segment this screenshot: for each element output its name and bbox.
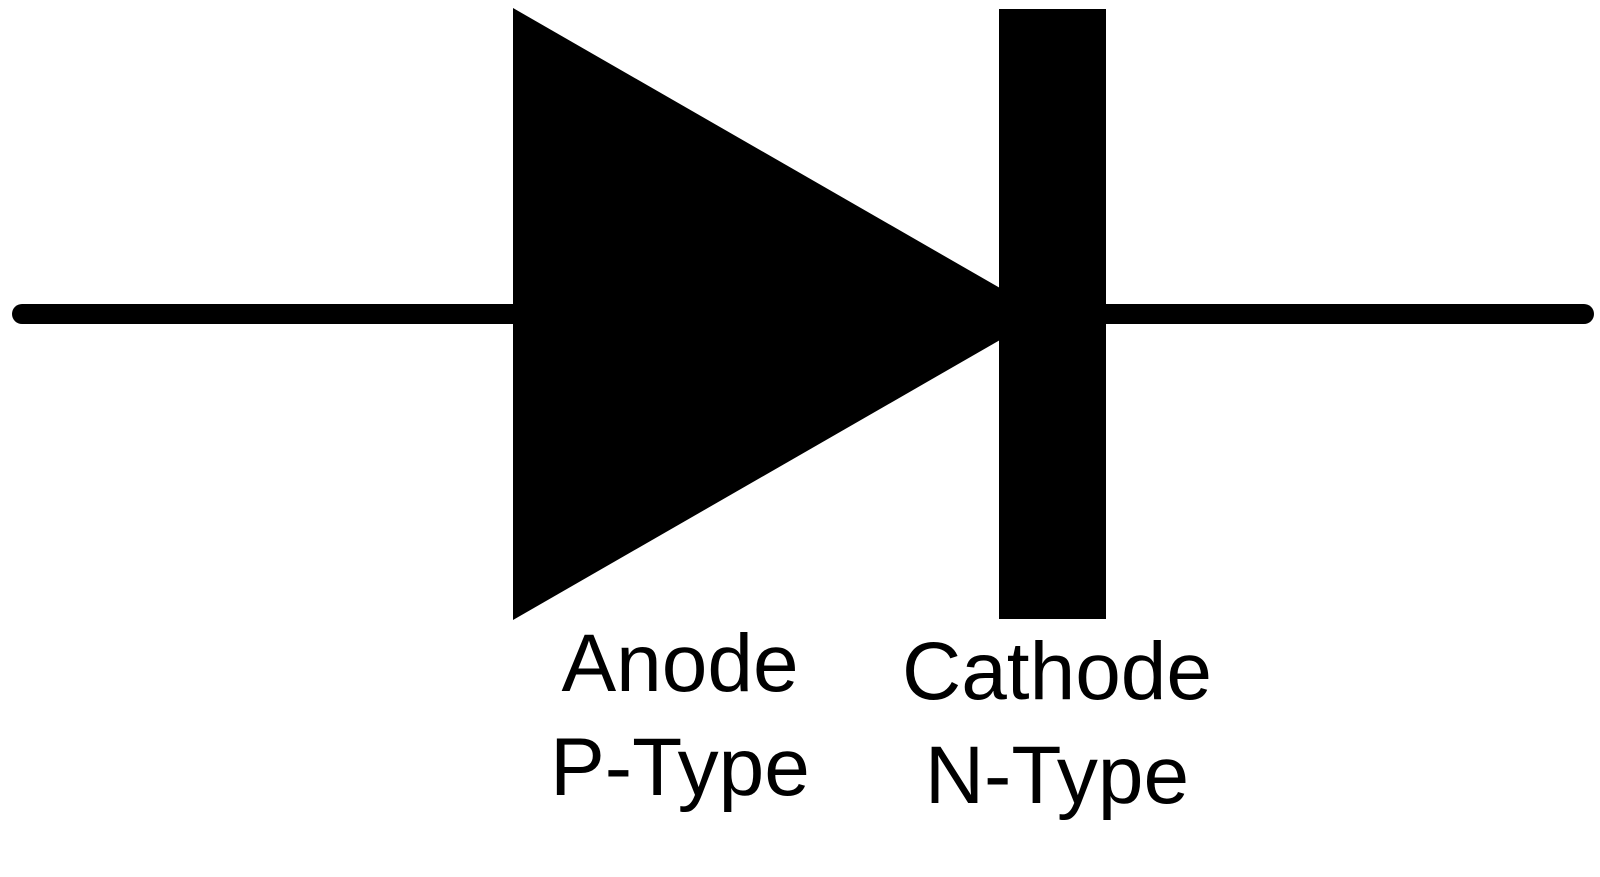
cathode-type-label: N-Type (925, 730, 1189, 821)
cathode-bar-icon (999, 9, 1106, 619)
anode-type-label: P-Type (550, 722, 810, 813)
anode-triangle-icon (513, 8, 1000, 620)
anode-label: Anode (561, 618, 798, 709)
cathode-label: Cathode (902, 626, 1212, 717)
